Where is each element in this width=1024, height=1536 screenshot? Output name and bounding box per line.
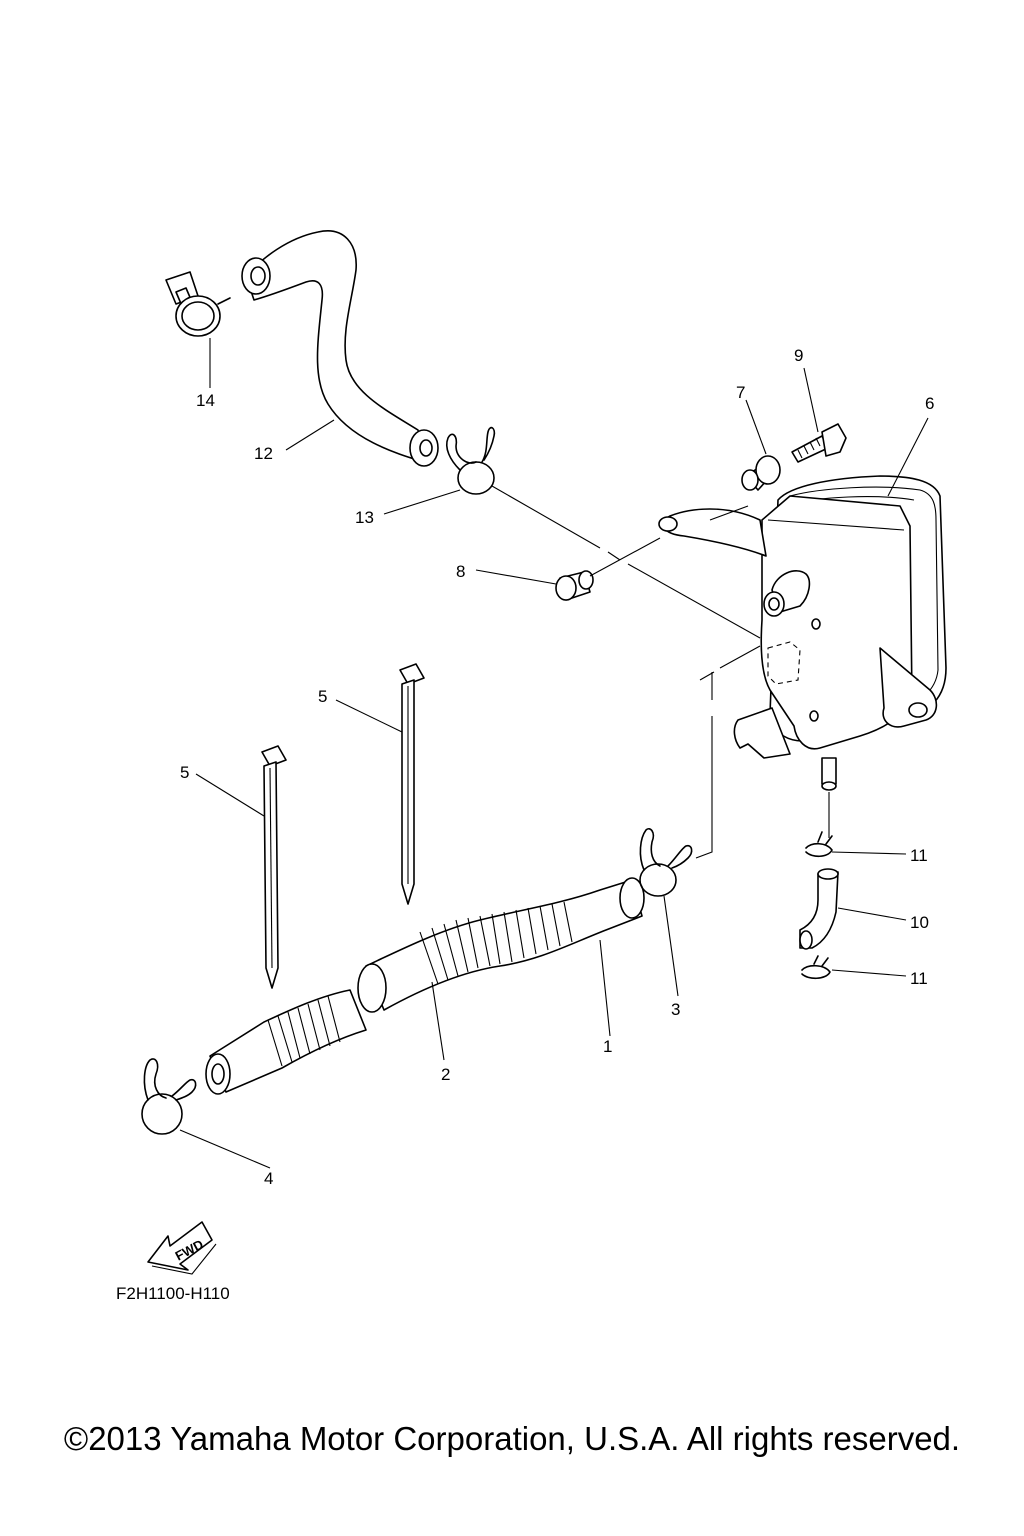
hose-1 [357,877,645,1013]
callout-8: 8 [456,562,465,581]
callout-3: 3 [671,1000,680,1019]
callout-1: 1 [603,1037,612,1056]
leader-lines [179,338,929,1169]
collar-8 [555,570,594,601]
hose-10 [799,868,839,950]
callout-10: 10 [910,913,929,932]
callout-14: 14 [196,391,215,410]
clip-13 [445,426,496,495]
callout-9: 9 [794,346,803,365]
clip-3 [639,827,693,897]
callout-13: 13 [355,508,374,527]
callout-7: 7 [736,383,745,402]
callout-5a: 5 [180,763,189,782]
bolt-9 [791,423,847,463]
clip-11a [805,831,833,858]
cable-tie-5b [399,663,425,905]
clip-4 [141,1058,197,1135]
clip-11b [801,955,831,980]
alignment-lines [491,485,830,859]
part-code: F2H1100-H110 [116,1284,230,1303]
callout-labels: 1 2 3 4 5 5 6 7 8 9 10 11 11 12 13 14 [180,346,934,1188]
callout-4: 4 [264,1169,273,1188]
callout-11b: 11 [910,969,928,988]
grommet-7 [741,455,781,491]
clamp-14 [165,271,231,337]
callout-11a: 11 [910,846,928,865]
hose-12 [241,230,439,467]
hose-2 [205,989,367,1095]
callout-6: 6 [925,394,934,413]
callout-12: 12 [254,444,273,463]
copyright-notice: ©2013 Yamaha Motor Corporation, U.S.A. A… [64,1420,960,1457]
callout-2: 2 [441,1065,450,1084]
silencer-6 [658,475,947,791]
fwd-arrow-icon: FWD [147,1221,217,1275]
cable-tie-5a [261,745,287,989]
callout-5b: 5 [318,687,327,706]
